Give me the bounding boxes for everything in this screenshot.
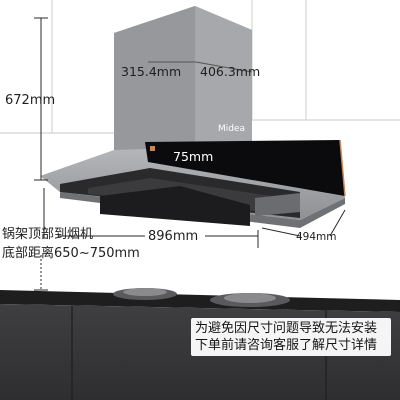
gas-burners <box>113 288 290 307</box>
brand-logo: Midea <box>218 124 245 134</box>
hood-underside <box>60 168 300 226</box>
dim-body-depth: 494mm <box>296 231 337 243</box>
dim-glass-panel-height: 75mm <box>173 149 213 164</box>
size-notice-line1: 为避免因尺寸问题导致无法安装 <box>195 321 378 336</box>
size-notice: 为避免因尺寸问题导致无法安装 下单前请咨询客服了解尺寸详情 <box>191 318 391 356</box>
dim-chimney-depth: 315.4mm <box>121 64 181 79</box>
countertop <box>0 290 400 312</box>
chimney <box>114 6 252 150</box>
dim-chimney-width: 406.3mm <box>200 64 260 79</box>
size-notice-line2: 下单前请咨询客服了解尺寸详情 <box>195 338 378 353</box>
dim-body-width: 896mm <box>148 229 198 244</box>
glass-panel: Midea <box>145 124 346 197</box>
dim-cabinet-height: 672mm <box>5 93 55 108</box>
install-height-caption-line1: 锅架顶部到烟机 <box>2 226 93 242</box>
install-height-caption-line2: 底部距离650~750mm <box>2 245 140 261</box>
dimension-lines <box>34 17 346 291</box>
